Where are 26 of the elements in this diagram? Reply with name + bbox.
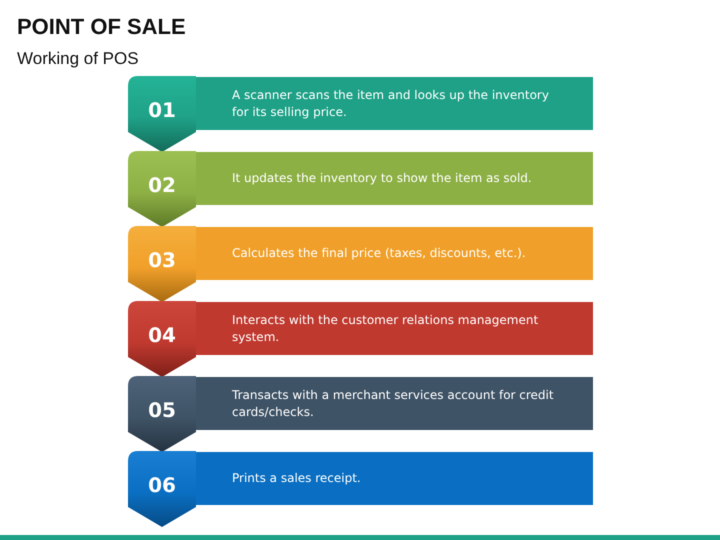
- subtitle: Working of POS: [17, 49, 139, 69]
- number-badge: [128, 301, 196, 377]
- step-text: Interacts with the customer relations management system.: [232, 312, 540, 346]
- step-text: Transacts with a merchant services account for credit cards/checks.: [232, 386, 555, 420]
- step-text: Calculates the final price (taxes, discounts, etc.).: [232, 245, 527, 262]
- step-number: 01: [147, 98, 177, 122]
- number-badge: [128, 376, 196, 452]
- step-text: It updates the inventory to show the item as sold.: [232, 170, 533, 187]
- step-bar: [196, 452, 593, 505]
- step-bar: [196, 377, 593, 430]
- step-bar: [196, 152, 593, 205]
- number-badge: [128, 151, 196, 227]
- number-badge: [128, 451, 196, 527]
- step-text: Prints a sales receipt.: [232, 470, 362, 487]
- number-badge: [128, 226, 196, 302]
- step-bar: [196, 77, 593, 130]
- step-number: 02: [147, 173, 177, 197]
- step-number: 05: [147, 398, 177, 422]
- step-number: 04: [147, 323, 177, 347]
- step-number: 06: [147, 473, 177, 497]
- step-number: 03: [147, 248, 177, 272]
- step-bar: [196, 302, 593, 355]
- number-badge: [128, 76, 196, 152]
- step-bar: [196, 227, 593, 280]
- step-text: A scanner scans the item and looks up the inventory for its selling price.: [232, 86, 550, 120]
- title: POINT OF SALE: [17, 14, 186, 40]
